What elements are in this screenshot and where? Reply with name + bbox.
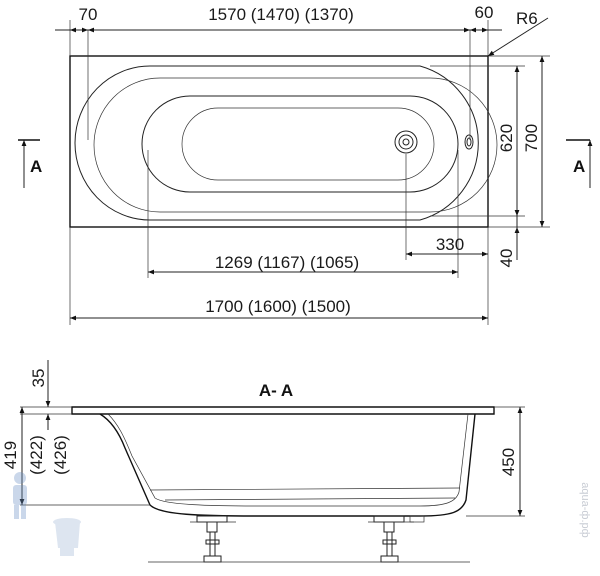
dim-depth-left-alt2: (426) xyxy=(51,435,70,475)
dim-inner-width: 620 xyxy=(497,124,516,152)
dim-left-offset: 70 xyxy=(79,5,98,24)
overflow-icon xyxy=(464,134,474,150)
tub-bottom xyxy=(141,95,459,193)
svg-text:A: A xyxy=(573,157,585,176)
dim-top-length: 1570 (1470) (1370) xyxy=(208,5,354,24)
dim-inner-length: 1269 (1167) (1065) xyxy=(215,253,359,272)
dim-right-offset: 60 xyxy=(475,3,494,22)
svg-text:A: A xyxy=(30,157,42,176)
dim-drain-offset: 330 xyxy=(436,235,464,254)
dim-rim-thickness: 35 xyxy=(29,369,48,388)
dim-bottom-offset: 40 xyxy=(497,249,516,268)
dim-outer-width: 700 xyxy=(522,124,541,152)
watermark-plumber-icon xyxy=(13,472,81,556)
dim-overall-height: 450 xyxy=(499,448,518,476)
section-marker-left: A xyxy=(18,139,42,188)
tub-outline xyxy=(69,55,489,228)
tub-rim-inner xyxy=(74,65,479,221)
section-marker-right: A xyxy=(566,139,593,188)
drain-icon xyxy=(394,130,418,154)
leg-left xyxy=(190,515,236,563)
tub-shell xyxy=(99,413,476,517)
section-view: A- A xyxy=(1,360,525,563)
section-title: A- A xyxy=(259,381,293,400)
watermark-text: aqua-ф.рф xyxy=(579,482,591,537)
dim-depth-left-alt1: (422) xyxy=(27,435,46,475)
tub-bottom-inner xyxy=(181,107,435,181)
tub-rim xyxy=(71,406,495,415)
plan-view: 70 1570 (1470) (1370) 60 R6 620 700 40 3… xyxy=(18,3,593,325)
leg-right xyxy=(368,515,425,563)
dim-overall-length: 1700 (1600) (1500) xyxy=(205,297,351,316)
dim-radius: R6 xyxy=(516,9,538,28)
tub-bowl-outer xyxy=(93,77,498,213)
dim-depth-left: 419 xyxy=(1,441,20,469)
tub-shell-inner xyxy=(107,413,469,507)
